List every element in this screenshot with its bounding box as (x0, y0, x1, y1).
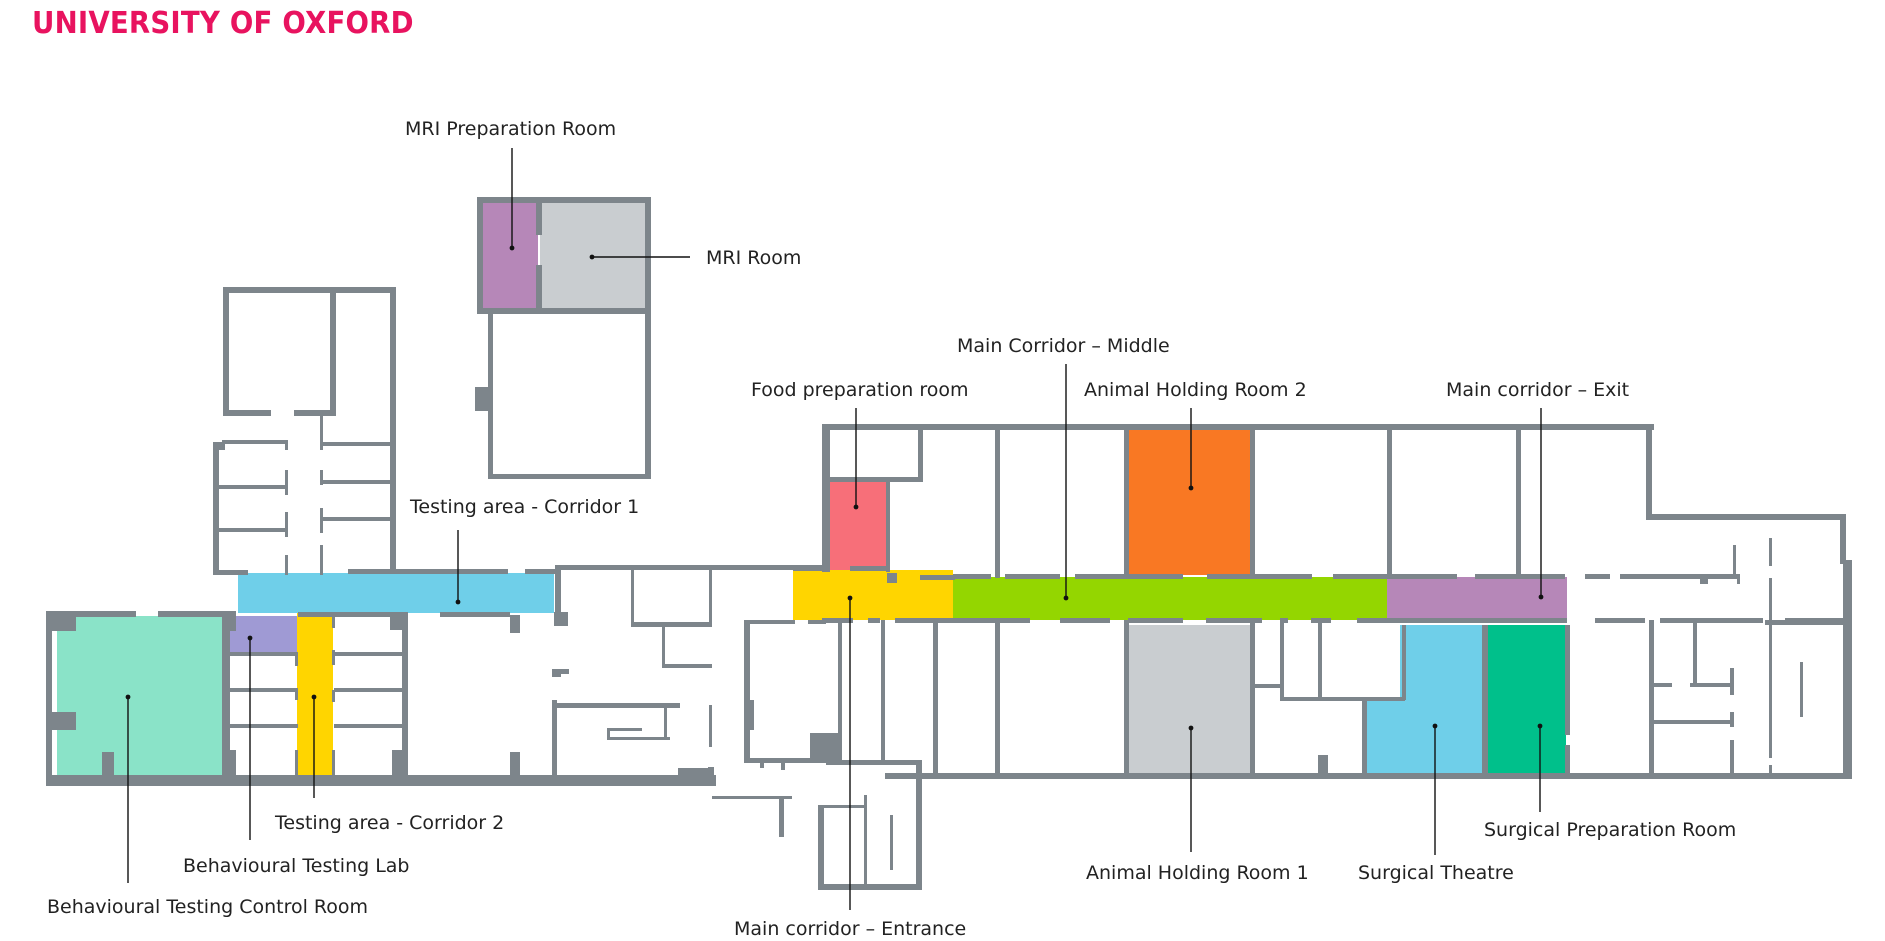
label-mri-room: MRI Room (706, 247, 801, 269)
label-main-corridor-middle: Main Corridor – Middle (957, 335, 1170, 357)
label-surgical-prep: Surgical Preparation Room (1484, 819, 1736, 841)
university-logo-title: UNIVERSITY OF OXFORD (32, 6, 414, 41)
room-main-corridor-middle[interactable] (953, 577, 1387, 620)
room-food-prep[interactable] (830, 478, 888, 570)
anchor-behavioural-lab (247, 635, 253, 641)
label-main-corridor-exit: Main corridor – Exit (1446, 379, 1629, 401)
anchor-main-corridor-middle (1063, 595, 1069, 601)
anchor-behavioural-control (125, 694, 131, 700)
room-surgical-prep[interactable] (1488, 625, 1566, 773)
room-behavioural-lab[interactable] (228, 616, 298, 653)
anchor-animal-holding-2 (1188, 485, 1194, 491)
anchor-surgical-theatre (1432, 723, 1438, 729)
label-testing-corridor-1: Testing area - Corridor 1 (409, 496, 639, 518)
room-mri[interactable] (540, 200, 648, 310)
label-food-prep: Food preparation room (751, 379, 969, 401)
anchor-surgical-prep (1537, 723, 1543, 729)
label-main-corridor-entrance: Main corridor – Entrance (734, 918, 966, 940)
anchor-testing-corridor-1 (455, 599, 461, 605)
label-behavioural-control: Behavioural Testing Control Room (47, 896, 368, 918)
label-behavioural-lab: Behavioural Testing Lab (183, 855, 410, 877)
label-mri-prep: MRI Preparation Room (405, 118, 616, 140)
label-animal-holding-2: Animal Holding Room 2 (1084, 379, 1307, 401)
room-surgical-theatre[interactable] (1366, 625, 1484, 773)
label-testing-corridor-2: Testing area - Corridor 2 (274, 812, 504, 834)
room-testing-corridor-2[interactable] (297, 613, 333, 776)
room-testing-corridor-1[interactable] (238, 573, 554, 613)
label-animal-holding-1: Animal Holding Room 1 (1086, 862, 1309, 884)
label-surgical-theatre: Surgical Theatre (1358, 862, 1514, 884)
anchor-main-corridor-entrance (847, 595, 853, 601)
room-main-corridor-exit[interactable] (1387, 577, 1567, 620)
room-mri-prep[interactable] (480, 200, 538, 310)
anchor-mri-prep (509, 245, 515, 251)
room-behavioural-control[interactable] (57, 616, 223, 776)
walls (46, 197, 1852, 890)
anchor-mri-room (589, 254, 595, 260)
anchor-food-prep (853, 504, 859, 510)
anchor-testing-corridor-2 (311, 694, 317, 700)
anchor-main-corridor-exit (1538, 594, 1544, 600)
anchor-animal-holding-1 (1188, 725, 1194, 731)
